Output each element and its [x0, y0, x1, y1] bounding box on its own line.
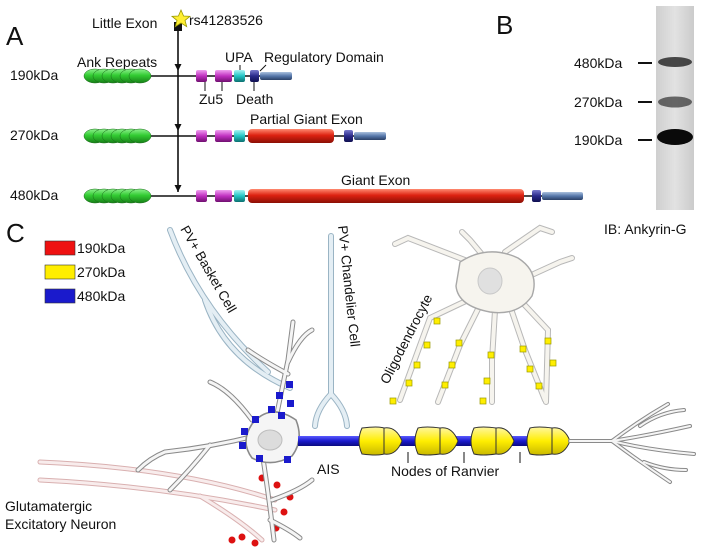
blot-band-190: [657, 129, 693, 145]
isoform-480-label: 480kDa: [10, 187, 58, 203]
blot-caption: IB: Ankyrin-G: [604, 221, 686, 237]
chandelier-cell: PV+ Chandelier Cell: [312, 225, 363, 429]
zu5-domain-190: [196, 70, 207, 82]
partial-giant-exon-bar: [248, 129, 334, 143]
legend-label-190: 190kDa: [77, 240, 125, 256]
blot-band-270: [658, 96, 692, 108]
regulatory-domain-480: [542, 192, 583, 200]
arrow-190-icon: [174, 64, 182, 71]
node-of-ranvier-3: [510, 436, 530, 446]
chandelier-cell-label: PV+ Chandelier Cell: [335, 225, 363, 348]
giant-exon-bar: [248, 189, 524, 203]
pyramidal-neuron: [135, 319, 315, 543]
zu5-label: Zu5: [199, 91, 223, 107]
legend-swatch-480: [44, 288, 76, 304]
ank-repeats-270: [83, 128, 152, 144]
little-exon-label: Little Exon: [92, 15, 157, 31]
upa-domain-190: [234, 70, 245, 82]
marker-label-480: 480kDa: [574, 55, 622, 71]
isoform-270-label: 270kDa: [10, 127, 58, 143]
nodes-of-ranvier-label: Nodes of Ranvier: [391, 463, 500, 479]
marker-label-270: 270kDa: [574, 94, 622, 110]
ank-repeats-480: [83, 188, 152, 204]
legend-label-480: 480kDa: [77, 288, 125, 304]
soma-ankg-480-markers: [239, 381, 294, 463]
glutamatergic-neuron: Glutamatergic Excitatory Neuron: [5, 448, 294, 547]
giant-exon-label: Giant Exon: [341, 172, 410, 188]
panel-a-letter: A: [6, 21, 24, 51]
panel-b: B 480kDa 270kDa 190kDa IB: Ankyrin-G: [496, 6, 694, 237]
upa-domain-480: [234, 190, 245, 202]
death-label: Death: [236, 91, 273, 107]
snp-label: rs41283526: [189, 12, 263, 28]
death-domain-270: [344, 130, 353, 142]
node-of-ranvier-1: [398, 436, 418, 446]
arrow-270-icon: [174, 124, 182, 131]
snp-star-icon: [170, 8, 192, 28]
panel-c: C 190kDa 270kDa 480kDa: [5, 218, 696, 547]
legend: 190kDa 270kDa 480kDa: [44, 240, 125, 304]
death-domain-190: [250, 70, 259, 82]
ank-repeats-label: Ank Repeats: [77, 54, 157, 70]
panel-b-letter: B: [496, 10, 513, 40]
death-domain-480: [532, 190, 541, 202]
oligodendrocyte-ankg-270-markers: [389, 317, 557, 405]
oligodendrocyte-cell: [389, 224, 575, 405]
upa-domain-270: [234, 130, 245, 142]
isoform-480-diagram: [83, 188, 583, 204]
legend-swatch-190: [44, 240, 76, 256]
axon: AIS Nodes of Ranvier: [298, 402, 696, 484]
regulatory-domain-270: [354, 132, 386, 140]
panel-c-letter: C: [6, 218, 25, 248]
upa-label: UPA: [225, 49, 253, 65]
axon-initial-segment: [298, 436, 370, 446]
domain-leaders: [204, 64, 267, 91]
regulatory-domain-label: Regulatory Domain: [264, 49, 384, 65]
partial-giant-exon-label: Partial Giant Exon: [250, 111, 363, 127]
zu5b-domain-190: [215, 70, 232, 82]
node-of-ranvier-2: [454, 436, 474, 446]
isoform-270-diagram: [83, 128, 386, 144]
pyramidal-nucleus: [257, 429, 283, 451]
western-blot-lane: [656, 6, 694, 210]
zu5b-domain-480: [215, 190, 232, 202]
regulatory-domain-190: [260, 72, 292, 80]
zu5b-domain-270: [215, 130, 232, 142]
ais-label: AIS: [317, 461, 340, 477]
panel-a: A Little Exon rs41283526 190kDa 270kDa 4…: [6, 8, 583, 204]
legend-label-270: 270kDa: [77, 264, 125, 280]
myelin-sheaths: [358, 426, 571, 456]
glutamatergic-label-line2: Excitatory Neuron: [5, 516, 116, 532]
zu5-domain-480: [196, 190, 207, 202]
legend-swatch-270: [44, 264, 76, 280]
ank-repeats-190: [83, 68, 152, 84]
nodes-pointer-ticks: [407, 452, 521, 463]
oligodendrocyte-label: Oligodendrocyte: [377, 292, 435, 386]
marker-label-190: 190kDa: [574, 132, 622, 148]
isoform-190-diagram: [83, 68, 292, 84]
arrow-480-icon: [174, 185, 182, 192]
zu5-domain-270: [196, 130, 207, 142]
glutamatergic-label-line1: Glutamatergic: [5, 498, 92, 514]
isoform-190-label: 190kDa: [10, 67, 58, 83]
blot-band-480: [658, 57, 692, 67]
oligodendrocyte-nucleus: [477, 267, 503, 295]
little-exon-box: [174, 22, 182, 31]
